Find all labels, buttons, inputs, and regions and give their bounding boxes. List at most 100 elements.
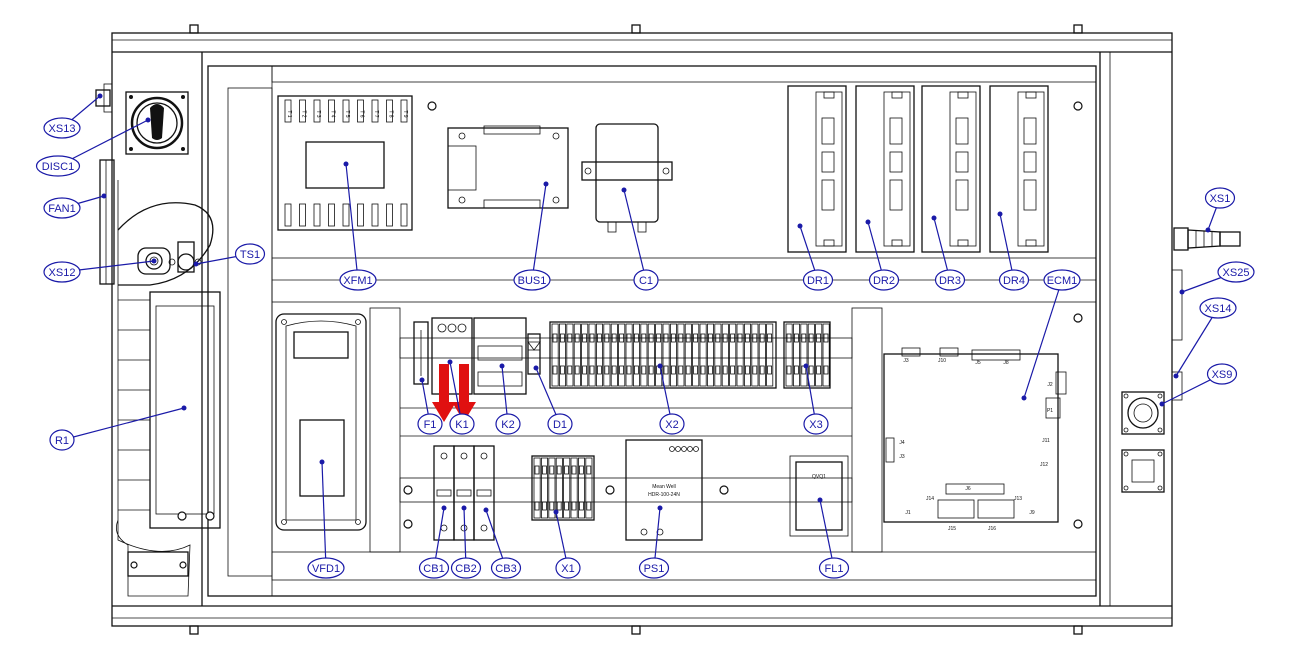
callout-bubble — [43, 261, 81, 283]
callout-bubble — [417, 413, 443, 435]
ecm-connector-label-j16: J16 — [988, 526, 996, 532]
capacitor — [581, 123, 673, 233]
leader-dot — [1205, 227, 1211, 233]
xfm-terminal-bottom — [386, 203, 393, 227]
x2-terminal — [714, 323, 722, 387]
callout-bubble — [802, 269, 834, 291]
callout-k1: K1 — [447, 359, 475, 435]
callout-label: TS1 — [240, 249, 260, 261]
callout-bubble — [998, 269, 1030, 291]
callout-bubble — [234, 243, 266, 265]
callout-label: BUS1 — [518, 275, 547, 287]
callout-dr2: DR2 — [865, 219, 900, 291]
leader-dot — [461, 505, 467, 511]
xfm-terminal-top: T 2 — [299, 99, 307, 123]
x1-terminal — [570, 457, 578, 519]
callout-label: XS12 — [49, 267, 76, 279]
ecm-connector-label-p1: P1 — [1047, 408, 1053, 414]
callout-cb3: CB3 — [483, 507, 522, 579]
xfm-terminal-bottom — [313, 203, 321, 227]
upper-din-rail — [399, 317, 853, 395]
callout-bubble — [1204, 187, 1236, 209]
disconnect-switch — [125, 91, 189, 155]
callout-cb2: CB2 — [450, 505, 482, 579]
leader-dot — [1159, 401, 1165, 407]
callout-label: FAN1 — [48, 203, 76, 215]
x3-terminal — [815, 323, 823, 387]
xfm-terminal-label: T 3 — [315, 110, 321, 117]
drive-4 — [989, 85, 1049, 253]
leader-line — [345, 163, 359, 281]
callout-xs25: XS25 — [1179, 261, 1255, 295]
callout-bubble — [1199, 297, 1237, 319]
callout-label: C1 — [639, 275, 653, 287]
leader-dot — [419, 377, 425, 383]
leader-dot — [145, 117, 151, 123]
callout-label: XFM1 — [343, 275, 372, 287]
leader-dot — [101, 193, 107, 199]
callout-label: FL1 — [825, 563, 844, 575]
xfm-terminal-label: T 5 — [344, 110, 350, 117]
callout-bubble — [1206, 363, 1238, 385]
xfm-terminal-top: T 7 — [371, 99, 379, 123]
x2-terminal — [566, 323, 574, 387]
callout-bubble — [638, 557, 670, 579]
callout-label: ECM1 — [1047, 275, 1078, 287]
callout-label: DR4 — [1003, 275, 1025, 287]
x2-terminal — [588, 323, 596, 387]
x2-terminal — [647, 323, 655, 387]
callout-bubble — [555, 557, 581, 579]
leader-dot — [865, 219, 871, 225]
x2-terminal — [655, 323, 663, 387]
leader-dot — [483, 507, 489, 513]
leader-dot — [657, 505, 663, 511]
x3-terminal — [785, 323, 793, 387]
callout-xs1: XS1 — [1204, 187, 1236, 233]
callout-ts1: TS1 — [193, 243, 266, 267]
callout-vfd1: VFD1 — [307, 459, 345, 579]
leader-dot — [657, 363, 663, 369]
x2-terminal — [581, 323, 589, 387]
callout-label: K2 — [501, 419, 514, 431]
xfm-terminal-label: T 1 — [286, 110, 292, 117]
x2-terminal — [640, 323, 648, 387]
x2-terminal — [625, 323, 633, 387]
callout-dr1: DR1 — [797, 223, 834, 291]
drive-2 — [855, 85, 915, 253]
callout-bubble — [490, 557, 522, 579]
callout-label: K1 — [455, 419, 468, 431]
x2-terminal — [610, 323, 618, 387]
callout-xfm1: XFM1 — [339, 161, 377, 291]
callout-x3: X3 — [803, 363, 829, 435]
leader-line — [321, 461, 327, 569]
callout-d1: D1 — [533, 365, 573, 435]
xfm-terminal-label: T 6 — [359, 110, 365, 117]
callout-bubble — [633, 269, 659, 291]
xfm-terminal-label: T 9 — [402, 110, 408, 117]
enclosure-frame — [111, 24, 1173, 635]
x2-terminal — [699, 323, 707, 387]
x1-terminal — [585, 457, 593, 519]
x3-terminal — [822, 323, 830, 387]
callout-bus1: BUS1 — [513, 181, 551, 291]
breaker-1 — [433, 445, 455, 541]
callout-bubble — [43, 197, 81, 219]
x2-terminal — [744, 323, 752, 387]
callout-cb1: CB1 — [418, 505, 450, 579]
drive-3 — [921, 85, 981, 253]
xfm-terminal-bottom — [357, 203, 364, 227]
callout-bubble — [35, 155, 81, 177]
leader-dot — [447, 359, 453, 365]
callout-bubble — [495, 413, 521, 435]
leader-dot — [97, 93, 103, 99]
x2-terminal — [721, 323, 729, 387]
callout-xs9: XS9 — [1159, 363, 1238, 407]
callout-label: D1 — [553, 419, 567, 431]
leader-dot — [193, 261, 199, 267]
leader-line — [1023, 279, 1063, 399]
ecm-connector-label-j1: J1 — [905, 510, 911, 516]
callout-label: CB2 — [455, 563, 476, 575]
leader-line — [61, 407, 185, 441]
